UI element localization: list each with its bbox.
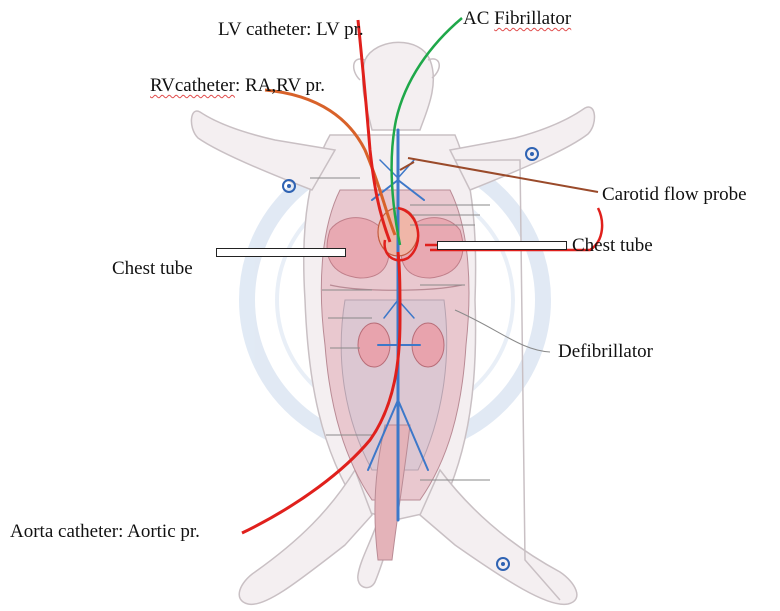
chest-tube-left-label: Chest tube [112, 259, 193, 278]
ac-fibrillator-word: Fibrillator [494, 8, 571, 29]
chest-tube-right-label: Chest tube [572, 236, 653, 255]
rv-catheter-label: RVcatheter: RA,RV pr. [150, 76, 325, 95]
chest-tube-left [216, 248, 346, 257]
lv-catheter-label: LV catheter: LV pr. [218, 20, 364, 39]
rv-catheter-suffix: : RA,RV pr. [235, 75, 325, 96]
carotid-flow-probe-label: Carotid flow probe [602, 185, 747, 204]
chest-tube-right [437, 241, 567, 250]
rv-catheter-word: RVcatheter [150, 75, 235, 96]
ac-fibrillator-label: AC Fibrillator [463, 9, 571, 28]
aorta-catheter-label: Aorta catheter: Aortic pr. [10, 522, 200, 541]
ac-prefix: AC [463, 8, 494, 29]
defibrillator-label: Defibrillator [558, 342, 653, 361]
